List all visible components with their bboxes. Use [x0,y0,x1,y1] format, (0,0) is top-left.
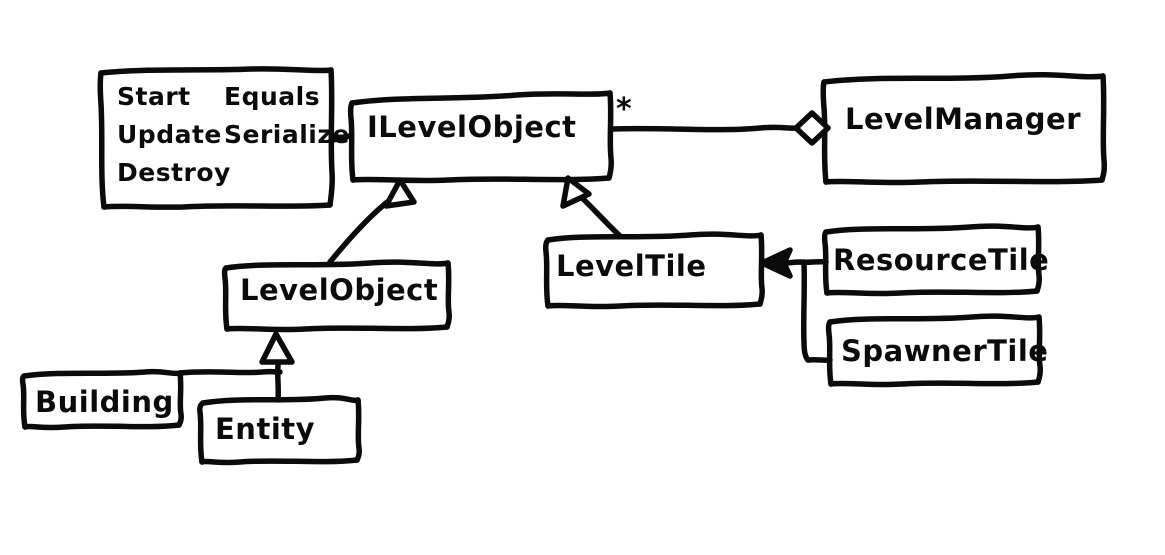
method-label-serialize: Serialize [224,120,350,149]
aggregation-diamond [793,110,831,146]
edge-leveltile-generalization [577,193,623,239]
class-label-spawnertile[interactable]: SpawnerTile [841,334,1049,368]
methods-note-shape [97,66,335,210]
generalization-triangle-levelobject [383,177,417,209]
class-label-entity[interactable]: Entity [215,412,316,446]
class-label-leveltile[interactable]: LevelTile [556,249,707,283]
levelmanager-shape [820,72,1107,186]
building-shape [19,368,184,431]
generalization-triangle-levelobject-children [259,331,295,365]
method-label-start: Start [117,82,191,111]
edge-tiles-vertical-join [800,259,811,363]
edge-spawnertile-to-join [805,356,833,364]
method-label-update: Update [117,120,222,149]
resourcetile-shape [821,223,1042,297]
class-label-building[interactable]: Building [35,385,174,419]
class-label-ilevelobject[interactable]: ILevelObject [367,110,577,144]
edge-resourcetile-to-leveltile [781,258,829,266]
edge-building-horizontal [177,368,283,376]
class-label-levelobject[interactable]: LevelObject [240,273,439,307]
method-label-destroy: Destroy [117,158,231,187]
generalization-triangle-leveltile [560,175,592,209]
association-arrowhead-leveltile [759,247,793,279]
multiplicity-label-star: * [616,92,633,127]
levelobject-shape [221,259,452,333]
leveltile-shape [543,231,765,310]
class-label-levelmanager[interactable]: LevelManager [845,102,1082,136]
edge-note-link [328,133,353,143]
spawnertile-shape [825,313,1043,388]
edge-aggregation-line [609,124,799,133]
edge-levelobject-generalization [327,197,393,265]
method-label-equals: Equals [224,82,321,111]
class-label-resourcetile[interactable]: ResourceTile [833,243,1050,277]
entity-shape [197,394,362,466]
